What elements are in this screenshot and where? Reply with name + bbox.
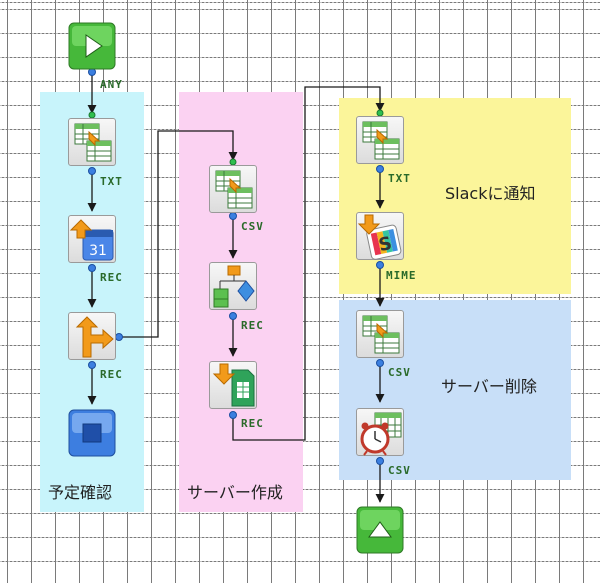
port-tag-any: ANY: [100, 78, 123, 91]
port-tag-txt: TXT: [100, 175, 123, 188]
port-tag-csv: CSV: [241, 220, 264, 233]
port-tag-rec: REC: [100, 271, 123, 284]
group-label-server-delete: サーバー削除: [441, 377, 537, 396]
port-tag-rec: REC: [241, 319, 264, 332]
port-tag-rec: REC: [100, 368, 123, 381]
port-tag-mime: MIME: [386, 269, 417, 282]
spreadsheet-convert-icon[interactable]: [356, 116, 404, 164]
port-dot: [229, 411, 237, 419]
connector: [232, 86, 385, 441]
spreadsheet-convert-icon[interactable]: [209, 165, 257, 213]
port-dot: [376, 457, 384, 465]
group-label-server-create: サーバー作成: [187, 483, 283, 502]
alarm-clock-calendar-icon[interactable]: [356, 408, 404, 456]
spreadsheet-convert-icon[interactable]: [68, 118, 116, 166]
port-tag-csv: CSV: [388, 464, 411, 477]
group-label-slack-notify: Slackに通知: [445, 184, 536, 203]
svg-text:S: S: [377, 233, 394, 256]
end-eject-icon[interactable]: [356, 506, 404, 554]
port-dot: [88, 167, 96, 175]
slack-icon[interactable]: S: [356, 212, 404, 260]
group-label-schedule-check: 予定確認: [48, 483, 113, 502]
port-dot: [88, 361, 96, 369]
port-dot: [88, 264, 96, 272]
stop-icon[interactable]: [68, 409, 116, 457]
hierarchy-icon[interactable]: [209, 262, 257, 310]
port-tag-rec: REC: [241, 417, 264, 430]
calendar-31-upload-icon[interactable]: 31: [68, 215, 116, 263]
spreadsheet-convert-icon[interactable]: [356, 310, 404, 358]
google-sheets-download-icon[interactable]: [209, 361, 257, 409]
port-dot: [376, 261, 384, 269]
connector: [119, 130, 238, 338]
port-dot: [229, 312, 237, 320]
branch-icon[interactable]: [68, 312, 116, 360]
port-dot: [376, 359, 384, 367]
port-tag-csv: CSV: [388, 366, 411, 379]
svg-text:31: 31: [89, 243, 107, 259]
port-dot: [376, 165, 384, 173]
start-play-icon[interactable]: [68, 22, 116, 70]
port-tag-txt: TXT: [388, 172, 411, 185]
